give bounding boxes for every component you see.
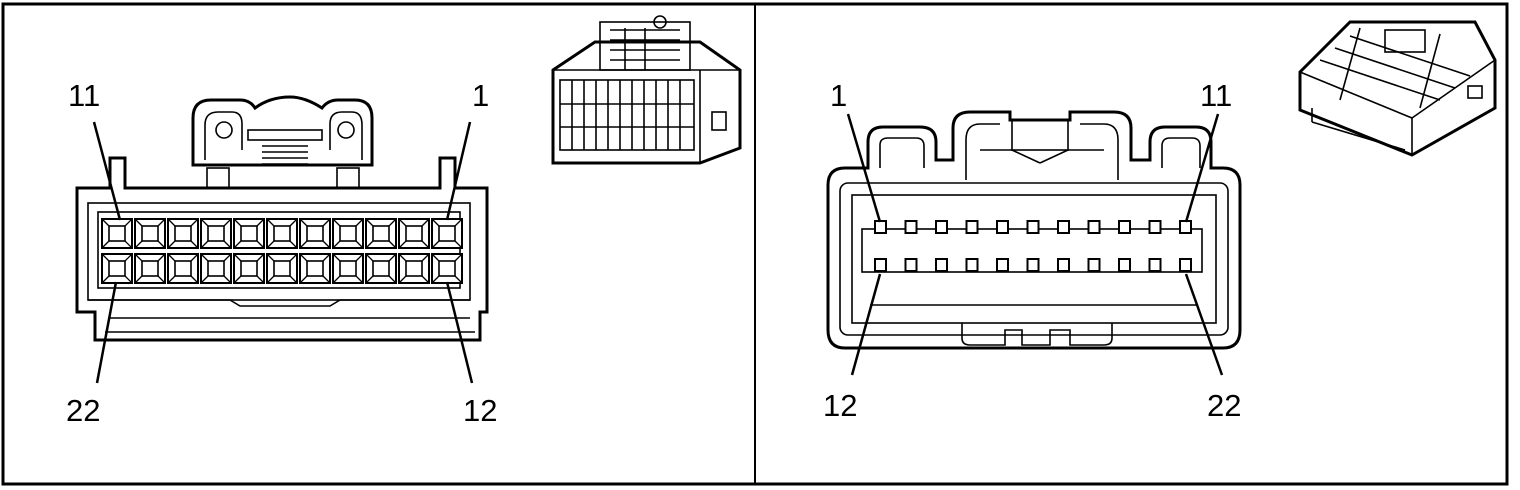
- right-cavity: [1118, 220, 1131, 234]
- right-cavity: [996, 220, 1009, 234]
- right-cavity: [1118, 258, 1131, 272]
- right-cavity: [1057, 220, 1070, 234]
- left-connector-thumbnail: [551, 15, 742, 165]
- left-label-bottom-left: 22: [66, 393, 100, 428]
- leader-line-22: [95, 281, 118, 384]
- right-cavity: [1087, 258, 1101, 272]
- leader-line-12-wire: [850, 273, 882, 376]
- left-label-top-right: 1: [472, 78, 489, 113]
- left-cavity: [200, 253, 232, 284]
- left-cavity: [266, 218, 298, 249]
- left-cavity: [167, 253, 199, 284]
- right-cavity: [904, 220, 918, 234]
- right-cavity: [1148, 220, 1162, 234]
- right-label-top-left: 1: [830, 78, 847, 113]
- right-cavity: [935, 258, 948, 272]
- leader-line-11-wire: [1184, 113, 1220, 223]
- right-label-bottom-right: 22: [1207, 388, 1241, 423]
- right-connector-thumbnail: [1298, 20, 1497, 157]
- left-cavity: [200, 218, 232, 249]
- left-cavity: [266, 253, 298, 284]
- leader-line-1: [445, 121, 472, 221]
- left-cavity: [398, 253, 430, 284]
- leader-line-22-wire: [1184, 273, 1224, 376]
- left-cavity: [233, 218, 265, 249]
- left-cavity: [167, 218, 199, 249]
- left-cavity: [299, 218, 331, 249]
- left-cavity: [101, 253, 133, 284]
- leader-line-1-wire: [846, 113, 882, 223]
- right-connector-face: [826, 110, 1242, 376]
- leader-line-11: [92, 121, 122, 221]
- left-label-top-left: 11: [68, 78, 100, 113]
- left-connector-face: [75, 95, 489, 384]
- right-cavity: [1179, 220, 1192, 234]
- right-cavity: [874, 220, 887, 234]
- left-cavity: [431, 218, 463, 249]
- right-label-bottom-left: 12: [823, 388, 857, 423]
- right-cavity: [874, 258, 887, 272]
- left-cavity: [233, 253, 265, 284]
- left-cavity: [365, 253, 397, 284]
- left-cavity: [332, 218, 364, 249]
- leader-line-12: [445, 281, 474, 384]
- left-cavity: [101, 218, 133, 249]
- right-cavity: [1057, 258, 1070, 272]
- left-cavity: [431, 253, 463, 284]
- left-cavity: [398, 218, 430, 249]
- left-cavity: [134, 253, 166, 284]
- right-cavity: [996, 258, 1009, 272]
- right-cavity: [1087, 220, 1101, 234]
- right-cavity: [1179, 258, 1192, 272]
- right-cavity: [965, 258, 979, 272]
- right-cavity: [1026, 258, 1040, 272]
- right-cavity: [935, 220, 948, 234]
- left-label-bottom-right: 12: [463, 393, 497, 428]
- left-cavity: [332, 253, 364, 284]
- right-label-top-right: 11: [1200, 78, 1232, 113]
- right-cavity: [1026, 220, 1040, 234]
- right-cavity: [904, 258, 918, 272]
- left-cavity: [365, 218, 397, 249]
- left-cavity: [134, 218, 166, 249]
- right-cavity: [1148, 258, 1162, 272]
- left-cavity: [299, 253, 331, 284]
- right-cavity-grid: [874, 220, 1192, 272]
- right-cavity: [965, 220, 979, 234]
- left-cavity-grid: [101, 218, 463, 284]
